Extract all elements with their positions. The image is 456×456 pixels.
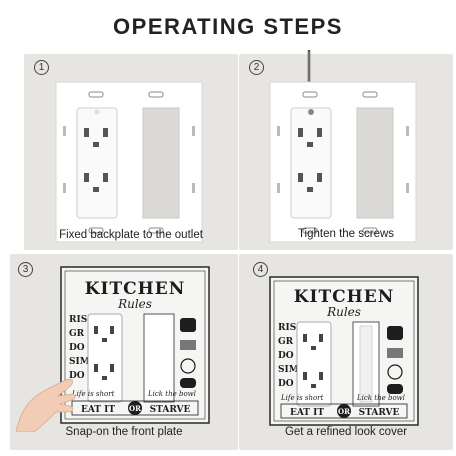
step-caption: Snap-on the front plate [65,426,183,438]
plate-subheading: Rules [117,297,152,311]
svg-text:GR: GR [69,329,85,339]
step-number-badge: 4 [253,262,268,277]
svg-text:DO: DO [69,343,85,353]
svg-text:OR: OR [338,407,350,416]
kitchen-rules-plate: KITCHEN Rules RIS GR DO SIM DO Life is s… [269,276,419,426]
step-number-badge: 3 [18,262,33,277]
step-1-panel: 1 Fixed backplate to the outlet [24,54,238,250]
svg-text:SIM: SIM [278,365,299,375]
svg-text:Life is short: Life is short [71,390,115,398]
svg-text:GR: GR [278,337,294,347]
step-2-panel: 2 Tighten the screws [239,50,453,250]
step-3-panel: 3 KITCHEN Rules RIS GR DO SIM DO Life is… [10,254,238,450]
plate-subheading: Rules [326,305,361,319]
plate-heading: KITCHEN [85,279,185,299]
svg-text:DO: DO [278,379,294,389]
svg-text:RIS: RIS [278,323,296,333]
kitchen-rules-plate: KITCHEN Rules RIS GR DO SIM DO Life is s… [60,266,210,424]
svg-text:DO: DO [69,371,85,381]
svg-text:DO: DO [278,351,294,361]
hand-illustration [15,378,76,432]
svg-text:EAT IT: EAT IT [290,408,324,418]
step-caption: Fixed backplate to the outlet [59,229,203,241]
step-4-panel: 4 KITCHEN Rules RIS GR DO SIM DO Life is… [239,254,453,450]
svg-text:Lick the bowl: Lick the bowl [147,390,196,398]
svg-text:STARVE: STARVE [150,405,191,415]
svg-text:Lick the bowl: Lick the bowl [356,394,405,402]
page-title: OPERATING STEPS [113,14,343,39]
svg-text:OR: OR [129,404,141,413]
step-number-badge: 2 [249,60,264,75]
plate-heading: KITCHEN [294,287,394,307]
svg-text:SIM: SIM [69,357,90,367]
backplate-illustration [55,81,203,243]
svg-text:EAT IT: EAT IT [81,405,115,415]
step-caption: Get a refined look cover [284,426,408,438]
step-number-badge: 1 [34,60,49,75]
svg-text:RIS: RIS [69,315,87,325]
svg-text:STARVE: STARVE [359,408,400,418]
step-caption: Tighten the screws [297,228,395,240]
svg-text:Life is short: Life is short [280,394,324,402]
backplate-illustration [269,81,417,243]
